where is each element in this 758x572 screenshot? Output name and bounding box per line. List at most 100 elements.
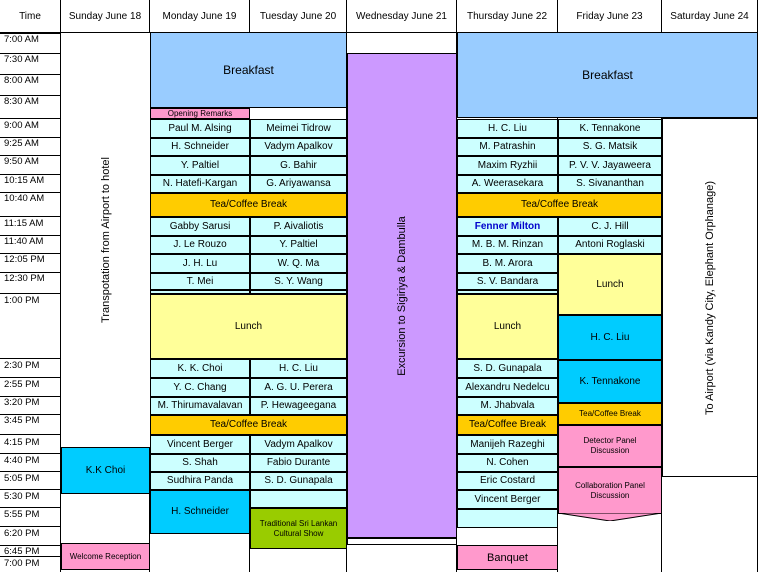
lunch-mon-tue: Lunch (150, 294, 347, 359)
monday-talk: K. K. Choi (150, 359, 250, 378)
header-time: Time (0, 0, 61, 33)
tuesday-talk: Meimei Tidrow (250, 119, 347, 138)
tuesday-talk: S. D. Gunapala (250, 472, 347, 490)
thursday-talk: M. Patrashin (457, 138, 558, 156)
tuesday-talk: G. Ariyawansa (250, 175, 347, 193)
tea-break-mon-tue-pm: Tea/Coffee Break (150, 415, 347, 435)
thursday-talk: S. D. Gunapala (457, 359, 558, 378)
monday-talk: Sudhira Panda (150, 472, 250, 490)
time-label: 3:45 PM (4, 415, 40, 426)
tuesday-talk: P. Aivaliotis (250, 217, 347, 236)
header-friday: Friday June 23 (558, 0, 662, 33)
monday-talk: S. Shah (150, 454, 250, 472)
breakfast-mon-tue: Breakfast (150, 33, 347, 108)
thursday-talk: S. V. Bandara (457, 273, 558, 290)
monday-schneider: H. Schneider (150, 490, 250, 534)
time-label: 3:20 PM (4, 397, 40, 408)
tuesday-talk: Vadym Apalkov (250, 138, 347, 156)
time-label: 4:40 PM (4, 455, 40, 466)
friday-talk: P. V. V. Jayaweera (558, 156, 662, 175)
thursday-talk: B. M. Arora (457, 254, 558, 273)
tuesday-talk: Vadym Apalkov (250, 435, 347, 454)
friday-hc-liu: H. C. Liu (558, 315, 662, 360)
sunday-welcome-reception: Welcome Reception (61, 543, 150, 570)
friday-talk: C. J. Hill (558, 217, 662, 236)
thursday-talk: H. C. Liu (457, 119, 558, 138)
breakfast-thu-fri: Breakfast (457, 33, 758, 118)
friday-talk: S. Sivananthan (558, 175, 662, 193)
time-label: 9:25 AM (4, 138, 39, 149)
time-label: 2:55 PM (4, 379, 40, 390)
tuesday-talk: Fabio Durante (250, 454, 347, 472)
tuesday-talk: Y. Paltiel (250, 236, 347, 254)
time-label: 11:15 AM (4, 218, 44, 229)
tea-break-mon-tue-am: Tea/Coffee Break (150, 193, 347, 217)
time-label: 7:00 AM (4, 34, 39, 45)
monday-talk: Y. C. Chang (150, 378, 250, 397)
lunch-friday: Lunch (558, 254, 662, 315)
monday-talk: T. Mei (150, 273, 250, 290)
collaboration-panel: Collaboration Panel Discussion (558, 467, 662, 514)
time-label: 6:45 PM (4, 546, 40, 557)
thursday-talk: Maxim Ryzhii (457, 156, 558, 175)
time-label: 4:15 PM (4, 437, 40, 448)
time-label: 8:30 AM (4, 96, 39, 107)
time-label: 10:40 AM (4, 193, 45, 204)
cultural-show: Traditional Sri Lankan Cultural Show (250, 508, 347, 549)
thursday-talk: M. B. M. Rinzan (457, 236, 558, 254)
thursday-talk: A. Weerasekara (457, 175, 558, 193)
monday-talk: N. Hatefi-Kargan (150, 175, 250, 193)
thursday-talk: Eric Costard (457, 472, 558, 490)
tuesday-talk: G. Bahir (250, 156, 347, 175)
thursday-talk: M. Jhabvala (457, 397, 558, 415)
monday-talk: J. Le Rouzo (150, 236, 250, 254)
monday-talk: Y. Paltiel (150, 156, 250, 175)
thursday-talk: Manijeh Razeghi (457, 435, 558, 454)
time-label: 11:40 AM (4, 236, 44, 247)
time-label: 7:00 PM (4, 558, 40, 569)
thursday-talk: Vincent Berger (457, 490, 558, 509)
monday-talk: H. Schneider (150, 138, 250, 156)
friday-talk: S. G. Matsik (558, 138, 662, 156)
thursday-talk: N. Cohen (457, 454, 558, 472)
time-label: 5:30 PM (4, 491, 40, 502)
monday-talk: Paul M. Alsing (150, 119, 250, 138)
wednesday-excursion: Excursion to Sigiriya & Dambulla (347, 53, 457, 538)
time-label: 6:20 PM (4, 528, 40, 539)
header-monday: Monday June 19 (150, 0, 250, 33)
collab-panel-arrow (558, 513, 662, 521)
opening-remarks: Opening Remarks (150, 108, 250, 119)
thursday-talk: Alexandru Nedelcu (457, 378, 558, 397)
friday-talk: K. Tennakone (558, 119, 662, 138)
time-label: 9:00 AM (4, 120, 39, 131)
monday-talk: M. Thirumavalavan (150, 397, 250, 415)
time-label: 8:00 AM (4, 75, 39, 86)
tuesday-talk: W. Q. Ma (250, 254, 347, 273)
tea-break-thu-fri-am: Tea/Coffee Break (457, 193, 662, 217)
time-label: 12:30 PM (4, 273, 45, 284)
monday-talk: Gabby Sarusi (150, 217, 250, 236)
banquet: Banquet (457, 545, 558, 570)
time-label: 10:15 AM (4, 175, 45, 186)
sunday-kk-choi: K.K Choi (61, 447, 150, 494)
tea-break-thursday-pm: Tea/Coffee Break (457, 415, 558, 435)
thursday-talk: Fenner Milton (457, 217, 558, 236)
lunch-thursday: Lunch (457, 294, 558, 359)
time-label: 9:50 AM (4, 156, 39, 167)
saturday-airport: To Airport (via Kandy City, Elephant Orp… (662, 118, 758, 477)
header-thursday: Thursday June 22 (457, 0, 558, 33)
header-wednesday: Wednesday June 21 (347, 0, 457, 33)
detector-panel: Detector Panel Discussion (558, 425, 662, 467)
tuesday-talk: S. Y. Wang (250, 273, 347, 290)
header-sunday: Sunday June 18 (61, 0, 150, 33)
monday-talk: J. H. Lu (150, 254, 250, 273)
tuesday-talk: A. G. U. Perera (250, 378, 347, 397)
time-label: 5:55 PM (4, 509, 40, 520)
time-label: 5:05 PM (4, 473, 40, 484)
tea-break-friday: Tea/Coffee Break (558, 403, 662, 425)
friday-tennakone: K. Tennakone (558, 360, 662, 403)
monday-talk: Vincent Berger (150, 435, 250, 454)
tuesday-talk: H. C. Liu (250, 359, 347, 378)
tuesday-talk: P. Hewageegana (250, 397, 347, 415)
